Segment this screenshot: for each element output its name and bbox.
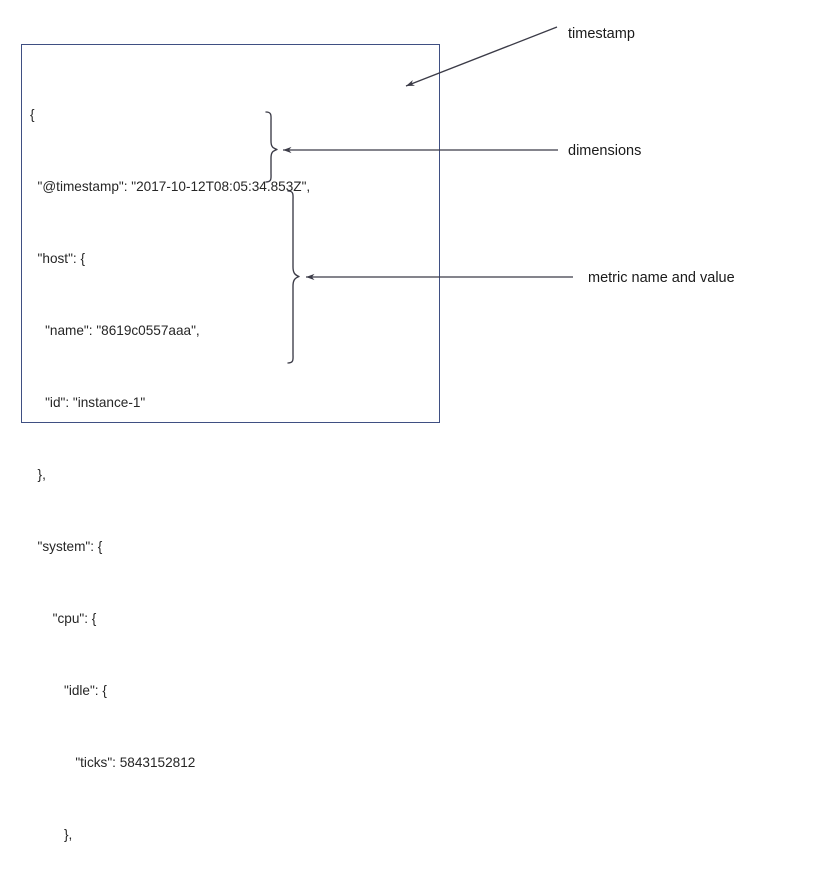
json-line-ticks: "ticks": 5843152812	[30, 755, 196, 770]
json-document-box: { "@timestamp": "2017-10-12T08:05:34.853…	[21, 44, 440, 842]
json-line-cpu-open: "cpu": {	[30, 611, 97, 626]
json-line: {	[30, 107, 35, 122]
json-line-host-close: },	[30, 467, 46, 482]
json-line-system-open: "system": {	[30, 539, 103, 554]
json-code-block: { "@timestamp": "2017-10-12T08:05:34.853…	[30, 55, 430, 874]
json-line-idle-open: "idle": {	[30, 683, 107, 698]
json-line-host-name: "name": "8619c0557aaa",	[30, 323, 200, 338]
annotation-label-metric: metric name and value	[588, 270, 735, 286]
annotation-label-timestamp: timestamp	[568, 26, 635, 42]
json-line-host-id: "id": "instance-1"	[30, 395, 146, 410]
json-line-host-open: "host": {	[30, 251, 85, 266]
json-line-idle-close: },	[30, 827, 73, 842]
annotation-label-dimensions: dimensions	[568, 143, 642, 159]
diagram-canvas: { "@timestamp": "2017-10-12T08:05:34.853…	[21, 26, 735, 842]
json-line-timestamp: "@timestamp": "2017-10-12T08:05:34.853Z"…	[30, 179, 311, 194]
